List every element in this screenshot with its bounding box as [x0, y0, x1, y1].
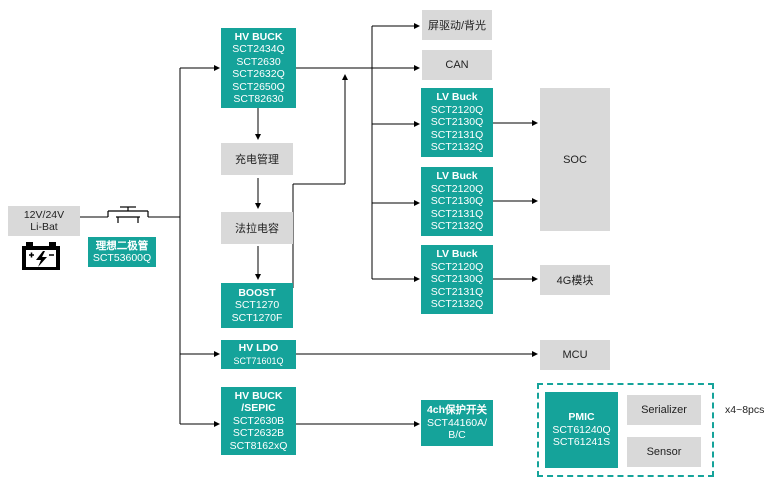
mcu-label: MCU	[562, 349, 588, 361]
lv-buck-block: LV Buck SCT2120Q SCT2130Q SCT2131Q SCT21…	[421, 245, 493, 314]
boost-block: BOOST SCT1270 SCT1270F	[221, 283, 293, 328]
lv-buck-part: SCT2120Q	[430, 103, 484, 116]
charge-management-label: 充电管理	[235, 154, 279, 166]
boost-part: SCT1270F	[231, 311, 283, 324]
screen-driver-label: 屏驱动/背光	[427, 20, 487, 32]
lv-buck-part: SCT2132Q	[430, 298, 484, 311]
screen-driver-block: 屏驱动/背光	[422, 10, 492, 40]
hv-buck-part: SCT2650Q	[232, 80, 285, 93]
lv-buck-block: LV Buck SCT2120Q SCT2130Q SCT2131Q SCT21…	[421, 167, 493, 236]
lv-buck-part: SCT2131Q	[430, 128, 484, 141]
battery-bolt-icon	[22, 242, 60, 270]
hv-buck-block: HV BUCK SCT2434Q SCT2630 SCT2632Q SCT265…	[221, 28, 296, 108]
protect-switch-block: 4ch保护开关 SCT44160A/ B/C	[421, 400, 493, 446]
can-block: CAN	[422, 50, 492, 80]
lv-buck-part: SCT2120Q	[430, 260, 484, 273]
hv-buck-sepic-part: SCT2632B	[232, 427, 285, 440]
battery-voltage: 12V/24V	[23, 209, 65, 221]
hv-buck-sepic-title: HV BUCK	[234, 389, 283, 402]
farad-capacitor-block: 法拉电容	[221, 212, 293, 244]
soc-label: SOC	[563, 153, 587, 166]
soc-block: SOC	[540, 88, 610, 231]
hv-buck-title: HV BUCK	[234, 30, 283, 43]
boost-title: BOOST	[238, 286, 276, 299]
farad-capacitor-label: 法拉电容	[235, 223, 279, 235]
lv-buck-part: SCT2130Q	[430, 195, 484, 208]
lv-buck-title: LV Buck	[436, 170, 478, 183]
serializer-block: Serializer	[627, 395, 701, 425]
lv-buck-part: SCT2131Q	[430, 285, 484, 298]
hv-buck-part: SCT2632Q	[232, 68, 285, 80]
hv-buck-sepic-title: /SEPIC	[241, 402, 276, 415]
lv-buck-part: SCT2130Q	[430, 273, 484, 286]
protect-switch-part: SCT44160A/	[426, 416, 488, 429]
multiplier-note: x4~8pcs	[725, 404, 765, 416]
pmic-part: SCT61241S	[552, 436, 611, 449]
can-label: CAN	[445, 59, 469, 71]
hv-buck-sepic-part: SCT2630B	[232, 414, 285, 427]
hv-ldo-part: SCT71601Q	[233, 355, 284, 366]
pmic-title: PMIC	[568, 411, 595, 424]
protect-switch-part: B/C	[448, 429, 466, 442]
mosfet-icon	[107, 206, 149, 223]
camera-group-frame	[537, 383, 714, 477]
lv-buck-part: SCT2132Q	[430, 141, 484, 154]
lv-buck-part: SCT2132Q	[430, 220, 484, 233]
ideal-diode-block: 理想二极管 SCT53600Q	[88, 237, 156, 267]
lv-buck-title: LV Buck	[436, 91, 478, 104]
lv-buck-block: LV Buck SCT2120Q SCT2130Q SCT2131Q SCT21…	[421, 88, 493, 157]
charge-management-block: 充电管理	[221, 143, 293, 175]
ideal-diode-title: 理想二极管	[95, 239, 149, 252]
hv-buck-part: SCT82630	[233, 93, 284, 105]
ideal-diode-part: SCT53600Q	[92, 252, 152, 264]
mcu-block: MCU	[540, 340, 610, 370]
sensor-label: Sensor	[646, 446, 682, 458]
pmic-part: SCT61240Q	[552, 423, 611, 436]
module-4g-label: 4G模块	[556, 275, 594, 287]
boost-part: SCT1270	[234, 299, 280, 312]
lv-buck-part: SCT2131Q	[430, 207, 484, 220]
lv-buck-part: SCT2130Q	[430, 116, 484, 129]
hv-buck-part: SCT2434Q	[232, 43, 285, 55]
hv-ldo-block: HV LDO SCT71601Q	[221, 340, 296, 369]
sensor-block: Sensor	[627, 437, 701, 467]
lv-buck-part: SCT2120Q	[430, 182, 484, 195]
lv-buck-title: LV Buck	[436, 248, 478, 261]
battery-block: 12V/24V Li-Bat	[8, 206, 80, 236]
battery-type: Li-Bat	[30, 221, 58, 233]
pmic-block: PMIC SCT61240Q SCT61241S	[545, 392, 618, 468]
hv-ldo-title: HV LDO	[238, 342, 279, 354]
serializer-label: Serializer	[641, 404, 687, 416]
hv-buck-sepic-block: HV BUCK /SEPIC SCT2630B SCT2632B SCT8162…	[221, 387, 296, 455]
hv-buck-sepic-part: SCT8162xQ	[229, 439, 288, 452]
protect-switch-title: 4ch保护开关	[426, 404, 488, 417]
module-4g-block: 4G模块	[540, 265, 610, 295]
hv-buck-part: SCT2630	[236, 55, 281, 68]
